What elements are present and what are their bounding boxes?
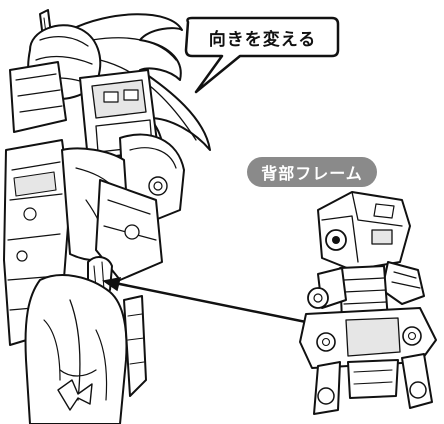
frame-thruster: [381, 261, 425, 305]
character-figure: [3, 9, 211, 424]
pointer-arrow: [102, 277, 307, 324]
frame-strut-right: [401, 353, 433, 409]
speech-bubble: [184, 16, 340, 94]
part-label-pill: [247, 157, 377, 187]
speech-bubble-text: 向きを変える: [208, 30, 317, 50]
back-frame-part: [299, 191, 437, 415]
part-label-text: 背部フレーム: [261, 164, 363, 183]
shoulder-armor: [9, 61, 67, 133]
ribbon-bow: [57, 379, 93, 411]
